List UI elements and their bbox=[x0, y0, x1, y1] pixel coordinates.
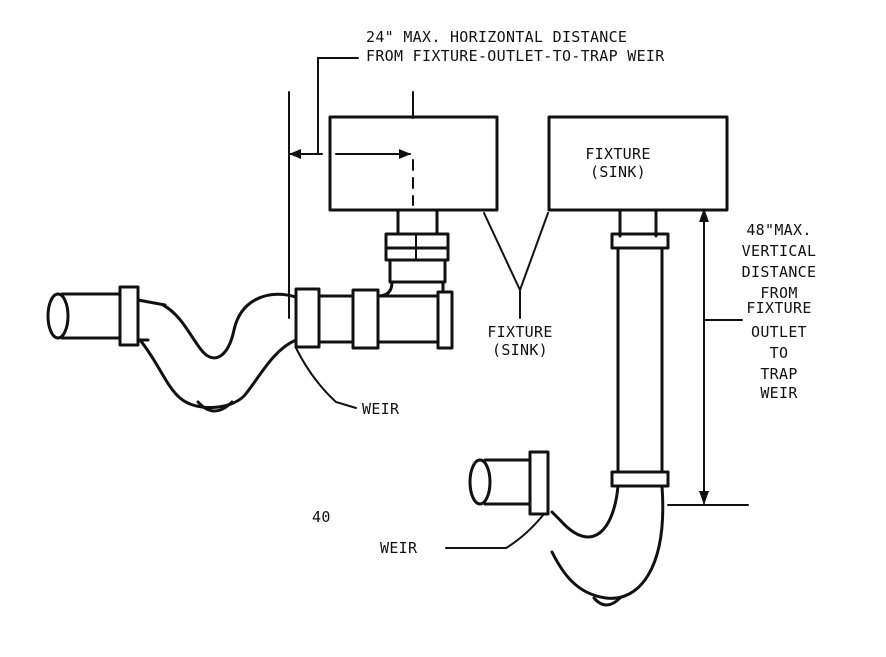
left-p-trap bbox=[138, 292, 298, 413]
fixture-right-label-line2: (SINK) bbox=[590, 163, 646, 181]
left-inlet-pipe bbox=[46, 285, 167, 347]
left-tee-fitting bbox=[376, 280, 454, 350]
right-tailpiece bbox=[610, 208, 670, 488]
weir-bottom-leader bbox=[445, 513, 545, 549]
left-tailpiece bbox=[384, 208, 450, 284]
vertical-distance-label-line8: TRAP bbox=[760, 365, 798, 383]
page-number: 40 bbox=[312, 508, 331, 526]
horizontal-distance-label-line1: 24" MAX. HORIZONTAL DISTANCE bbox=[366, 28, 628, 46]
weir-left-label: WEIR bbox=[362, 400, 400, 418]
vertical-distance-label-line6: OUTLET bbox=[751, 323, 807, 341]
fixture-right-label-line1: FIXTURE bbox=[585, 145, 651, 163]
vertical-distance-label-line2: VERTICAL bbox=[741, 242, 817, 260]
vertical-distance-label-line9: WEIR bbox=[760, 384, 798, 402]
fixture-center-leader bbox=[483, 212, 549, 319]
vertical-distance-dimension bbox=[667, 208, 749, 506]
fixture-center-label-line1: FIXTURE bbox=[487, 323, 553, 341]
weir-bottom-label: WEIR bbox=[380, 539, 418, 557]
vertical-distance-label-line4: FROM bbox=[760, 284, 798, 302]
left-trap-coupling bbox=[294, 287, 380, 350]
horizontal-distance-label-line2: FROM FIXTURE-OUTLET-TO-TRAP WEIR bbox=[366, 47, 665, 65]
vertical-distance-label-line7: TO bbox=[769, 344, 789, 362]
vertical-distance-label-line5: FIXTURE bbox=[746, 299, 812, 317]
right-p-trap bbox=[550, 484, 665, 607]
right-fixture-box bbox=[547, 115, 729, 212]
weir-left-leader bbox=[295, 347, 357, 409]
horizontal-distance-dimension bbox=[288, 57, 414, 319]
fixture-center-label-line2: (SINK) bbox=[492, 341, 548, 359]
vertical-distance-label-line3: DISTANCE bbox=[741, 263, 817, 281]
right-inlet-pipe bbox=[468, 450, 550, 516]
vertical-distance-label-line1: 48"MAX. bbox=[746, 221, 812, 239]
